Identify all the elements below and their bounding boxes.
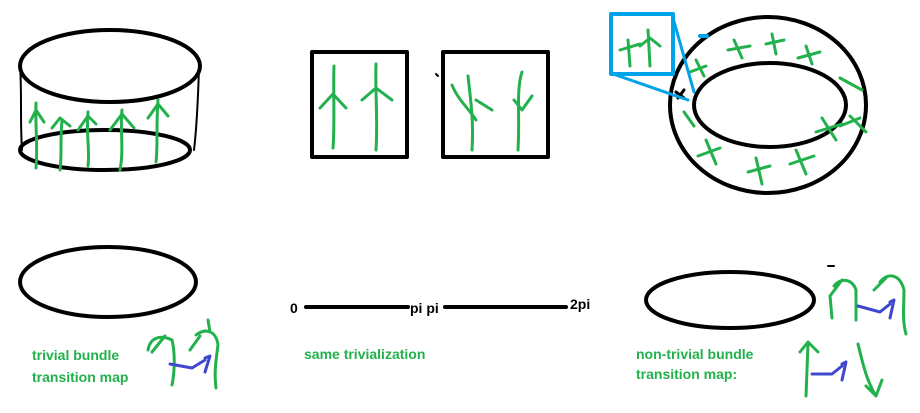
middle-caption: same trivialization [304,346,425,362]
square-left-fibers [318,62,394,152]
cylinder-bottom-ellipse [18,128,192,172]
trivial-cylinder-fibers [28,98,170,172]
trivial-cylinder [18,28,202,172]
square-left-frame [310,50,409,159]
trivial-caption-line1: trivial bundle [32,347,119,363]
nontrivial-transition-sketch [798,274,908,398]
cylinder-right-side [193,67,200,151]
axis-label-mid: pi pi [410,300,439,316]
torus-inner [692,61,848,149]
zoom-box-fibers [618,28,662,68]
nontrivial-caption-line2: transition map: [636,366,737,382]
square-right-fibers [450,70,534,152]
trivial-base-circle [18,245,198,319]
square-right [435,50,550,159]
zoom-box [609,12,675,76]
torus-outer [668,15,868,195]
axis-label-end: 2pi [570,296,590,312]
nontrivial-base-circle [644,270,816,330]
trivial-transition-sketch [146,318,220,390]
cylinder-top-ellipse [18,28,202,104]
torus-fibers [682,32,868,186]
zoom-callout [609,12,709,102]
square-right-frame [441,50,550,159]
cylinder-left-side [19,63,23,151]
nontrivial-caption-line1: non-trivial bundle [636,346,754,362]
trivial-caption-line2: transition map [32,369,128,385]
square-left [310,50,409,159]
axis-label-start: 0 [290,300,298,316]
